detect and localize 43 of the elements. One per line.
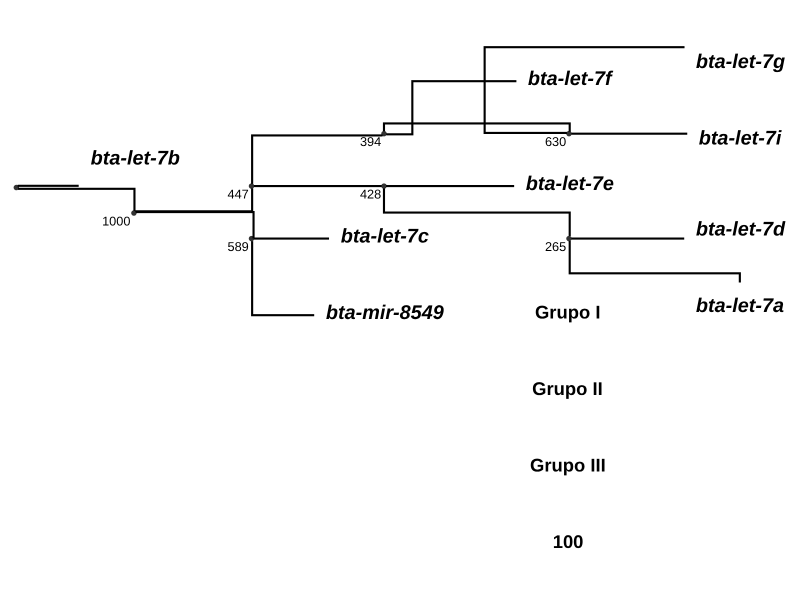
connector — [254, 237, 330, 240]
node-text: bta-let-7b — [90, 146, 180, 169]
node-point — [248, 235, 254, 241]
node-label: 447 — [227, 186, 249, 201]
connector — [382, 188, 571, 236]
connector — [135, 188, 254, 212]
node-point — [566, 130, 572, 136]
node-text: bta-let-7d — [696, 218, 786, 240]
label: Grupo I — [534, 301, 600, 322]
connector — [136, 210, 255, 238]
node-label: 1000 — [102, 212, 130, 228]
node-label: 589 — [227, 238, 249, 254]
node-point — [566, 235, 572, 241]
node-label: 428 — [360, 186, 382, 201]
connector — [571, 237, 684, 240]
node-point — [381, 130, 387, 136]
connector — [251, 240, 314, 316]
node-label: 265 — [544, 238, 566, 254]
node-text: bta-let-7f — [528, 68, 612, 90]
connector — [18, 184, 79, 186]
connector — [251, 134, 382, 184]
label: Grupo II — [532, 378, 603, 399]
node-point — [248, 182, 254, 188]
node-text: bta-mir-8549 — [326, 301, 444, 324]
connector — [386, 184, 514, 187]
node-point — [14, 184, 20, 190]
node-label: 394 — [360, 133, 382, 148]
node-text: bta-let-7a — [696, 294, 784, 316]
node-text: bta-let-7e — [526, 172, 614, 194]
node-label: 630 — [544, 133, 566, 148]
connector — [386, 80, 516, 135]
node-point — [381, 182, 387, 188]
connector — [571, 132, 688, 134]
label: 100 — [552, 530, 584, 552]
label: Grupo III — [530, 454, 606, 476]
connector — [382, 122, 571, 132]
node-text: bta-let-7g — [696, 50, 786, 73]
connector — [484, 46, 685, 134]
node-text: bta-let-7i — [698, 127, 782, 150]
connector — [254, 184, 382, 187]
connector — [18, 187, 136, 210]
node-text: bta-let-7c — [340, 224, 429, 247]
node-point — [131, 210, 137, 216]
